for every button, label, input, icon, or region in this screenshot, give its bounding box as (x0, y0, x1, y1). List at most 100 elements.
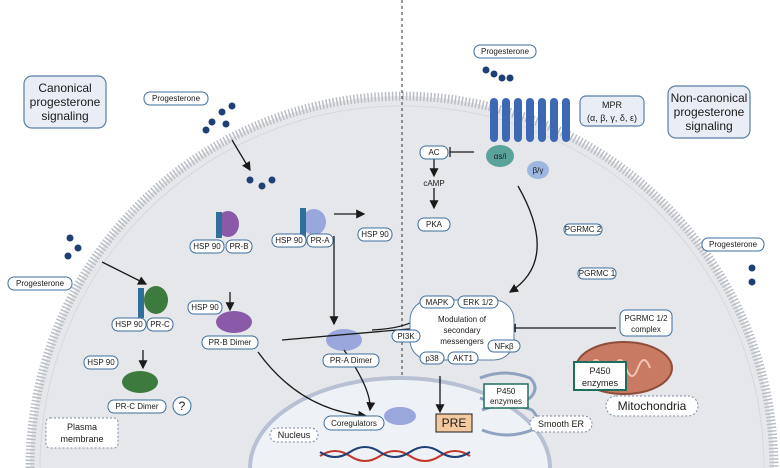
p450-mito-2: enzymes (582, 378, 619, 388)
p450-mito-1: P450 (589, 366, 610, 376)
modulation-2: secondary (444, 326, 481, 335)
pr-a-dimer-shape (326, 329, 362, 351)
canonical-title-3: signaling (41, 109, 88, 123)
hsp90-free-c-pill (83, 355, 119, 370)
pr-a-receptor (300, 208, 326, 238)
progesterone-top-right-label: Progesterone (481, 47, 530, 56)
nfkb-label: NFκβ (494, 342, 514, 351)
pka-label: PKA (426, 220, 443, 229)
nucleus-pill (269, 427, 319, 443)
ac-pill (419, 145, 449, 160)
progesterone-top-left-pill (143, 91, 209, 106)
pgrmc-complex-2: complex (631, 325, 661, 334)
pr-c-dimer-shape (122, 371, 158, 393)
canonical-title-box (23, 75, 107, 129)
plasma-membrane-2: membrane (60, 434, 103, 444)
pr-b-receptor (216, 211, 239, 238)
pr-b-dimer-shape (216, 311, 252, 333)
g-protein-beta (527, 161, 549, 179)
pi3k-pill (391, 329, 421, 343)
noncanonical-title-box (667, 85, 751, 139)
progesterone-left-label: Progesterone (16, 279, 65, 288)
pre-box (435, 413, 473, 433)
plasma-membrane-1: Plasma (67, 422, 97, 432)
modulation-1: Modulation of (438, 315, 487, 324)
mitochondria-label: Mitochondria (618, 399, 687, 413)
pgrmc2-label: PGRMC 2 (565, 225, 602, 234)
plasma-membrane-inner (39, 105, 765, 468)
pr-a-label: PR-A (310, 236, 330, 245)
nfkb-pill (487, 339, 521, 353)
question-mark: ? (179, 399, 186, 413)
g-alpha-label: αs/i (494, 152, 507, 161)
hsp90-prb-pill (189, 239, 225, 254)
hsp90-prb-free-label: HSP 90 (191, 303, 219, 312)
mapk-pill (419, 295, 455, 309)
pr-b-label: PR-B (229, 242, 248, 251)
hsp90-prb-free-pill (187, 300, 223, 315)
pr-a-dimer-label: PR-A Dimer (330, 356, 373, 365)
noncanonical-title-2: progesterone (674, 105, 745, 119)
p38-label: p38 (425, 354, 439, 363)
coregulators-pill (323, 415, 385, 431)
mitochondria-pill (605, 395, 699, 417)
progesterone-left-pill (7, 276, 73, 291)
pr-b-pill (225, 239, 253, 254)
hsp90-prc-label: HSP 90 (115, 320, 143, 329)
pgrmc-complex-box (619, 309, 673, 337)
question-circle (172, 396, 192, 416)
ac-label: AC (428, 148, 439, 157)
modulation-3: messengers (440, 337, 484, 346)
coregulators-label: Coregulators (331, 419, 377, 428)
noncanonical-title-1: Non-canonical (671, 91, 748, 105)
pi3k-label: PI3K (397, 332, 415, 341)
hsp90-right-pill (357, 227, 393, 242)
mpr-box (579, 95, 645, 127)
pgrmc1-label: PGRMC 1 (579, 269, 616, 278)
p450-er-2: enzymes (490, 397, 522, 406)
hsp90-prb-label: HSP 90 (193, 242, 221, 251)
p450-mito-box (573, 361, 627, 391)
plasma-membrane-box (45, 417, 119, 449)
mapk-label: MAPK (426, 298, 449, 307)
coregulator-dimer (384, 407, 416, 425)
pr-c-dimer-label: PR-C Dimer (115, 402, 158, 411)
pr-b-dimer-label: PR-B Dimer (209, 338, 252, 347)
hsp90-pra-pill (271, 233, 307, 248)
pr-c-pill (146, 317, 174, 332)
p450-er-box (483, 383, 529, 409)
hsp90-prc-pill (111, 317, 147, 332)
progesterone-top-right-pill (473, 44, 537, 59)
p38-pill (419, 351, 445, 365)
noncanonical-title-3: signaling (685, 119, 732, 133)
smooth-er-pill (529, 415, 593, 433)
mpr-label-2: (α, β, γ, δ, ε) (587, 113, 637, 123)
smooth-er-label: Smooth ER (538, 419, 585, 429)
pr-c-receptor (138, 286, 168, 318)
erk-label: ERK 1/2 (463, 298, 493, 307)
erk-pill (457, 295, 499, 309)
pgrmc-complex-1: PGRMC 1/2 (624, 314, 668, 323)
canonical-title-2: progesterone (30, 95, 101, 109)
plasma-membrane (25, 91, 779, 468)
nucleus-label: Nucleus (278, 430, 311, 440)
pr-c-dimer-pill (107, 399, 167, 414)
progesterone-right-label: Progesterone (709, 240, 758, 249)
pgrmc2-pill (563, 223, 603, 236)
progesterone-molecules (64, 66, 756, 286)
pgrmc1-pill (577, 267, 617, 280)
g-beta-label: β/γ (533, 166, 544, 175)
progesterone-top-left-label: Progesterone (152, 94, 201, 103)
pka-pill (417, 217, 451, 232)
canonical-title-1: Canonical (38, 81, 91, 95)
pre-label: PRE (442, 416, 467, 430)
dna-helix (319, 446, 471, 462)
hsp90-right-label: HSP 90 (361, 230, 389, 239)
hsp90-pra-label: HSP 90 (275, 236, 303, 245)
mpr-label-1: MPR (602, 100, 623, 110)
hsp90-free-c-label: HSP 90 (87, 358, 115, 367)
pr-a-pill (306, 233, 334, 248)
mpr-receptor (490, 98, 570, 142)
